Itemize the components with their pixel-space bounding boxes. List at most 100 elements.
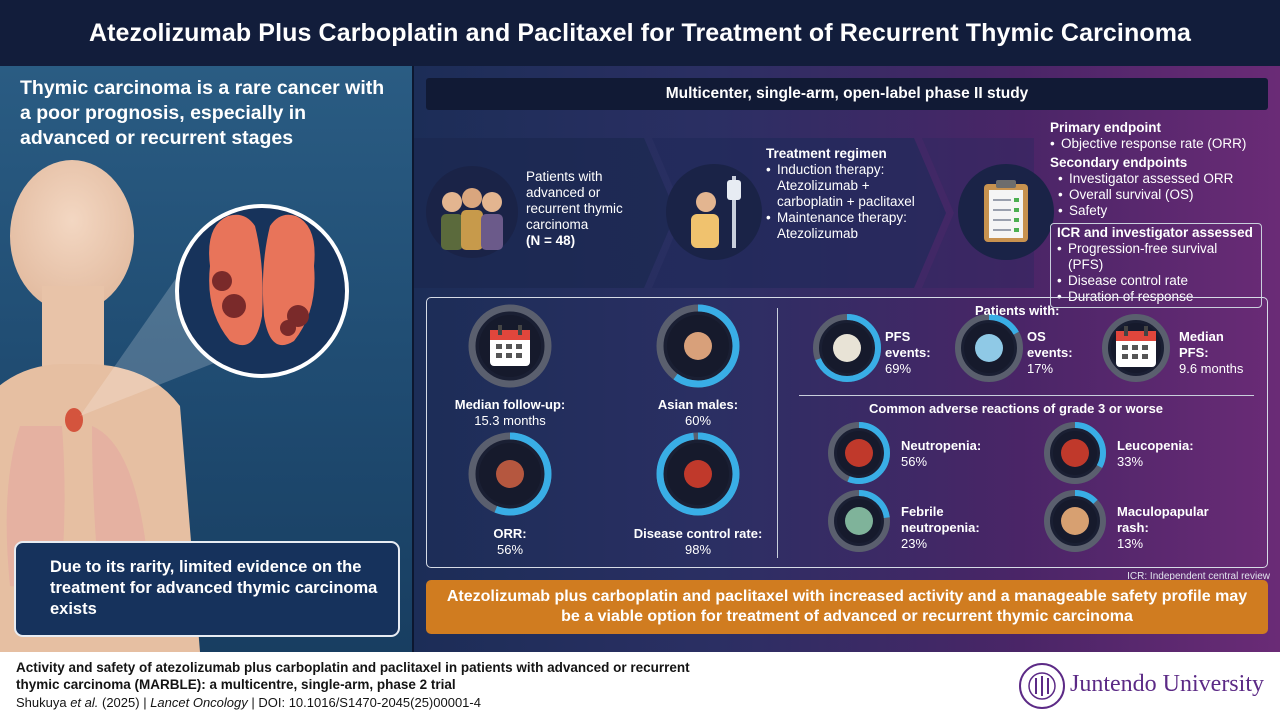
citation-meta: Shukuya et al. (2025) | Lancet Oncology …: [16, 695, 481, 710]
right-panel: Multicenter, single-arm, open-label phas…: [414, 66, 1280, 652]
followup-label: Median follow-up:: [454, 397, 566, 412]
pfs-events-ring-fill: [813, 314, 881, 382]
rash-label: Maculopapular rash:: [1117, 504, 1209, 535]
blood-cell-icon: [1061, 439, 1089, 467]
authors: Shukuya: [16, 695, 71, 710]
evidence-box: Due to its rarity, limited evidence on t…: [14, 541, 400, 637]
year: (2025) |: [98, 695, 151, 710]
heart-monitor-icon: [975, 334, 1003, 362]
leucopenia-ring-fill: [1044, 422, 1106, 484]
icr-footnote: ICR: Independent central review: [1127, 571, 1270, 582]
neutropenia-ring-fill: [828, 422, 890, 484]
study-banner: Multicenter, single-arm, open-label phas…: [426, 78, 1268, 110]
primary-title: Primary endpoint: [1050, 120, 1162, 135]
orr-value: 56%: [496, 542, 524, 557]
calendar-icon: [1116, 326, 1156, 367]
journal: Lancet Oncology: [150, 695, 248, 710]
clipboard-icon: [958, 164, 1054, 260]
rash-ring-fill: [1044, 490, 1106, 552]
neutropenia-value: 56%: [901, 454, 928, 469]
dcr-label: Disease control rate:: [633, 526, 763, 541]
title-bar: Atezolizumab Plus Carboplatin and Paclit…: [0, 0, 1280, 66]
dcr-value: 98%: [684, 542, 712, 557]
clock-icon: [833, 334, 861, 362]
median-pfs-stat: Median PFS: 9.6 months: [1179, 329, 1243, 377]
neutropenia-label: Neutropenia:: [901, 438, 982, 453]
calendar-icon: [490, 325, 530, 366]
results-hline: [799, 395, 1254, 396]
patients-text: Patients with advanced or recurrent thym…: [526, 169, 623, 232]
primary-item: Objective response rate (ORR): [1050, 136, 1270, 152]
rash-value: 13%: [1117, 536, 1144, 551]
university-name: Juntendo University: [1070, 671, 1264, 697]
os-events-stat: OS events: 17%: [1027, 329, 1079, 377]
university-seal-icon: [1019, 663, 1065, 709]
panel-divider: [412, 66, 414, 652]
rash-stat: Maculopapular rash: 13%: [1117, 504, 1209, 552]
infusion-icon: [666, 164, 762, 260]
regimen-block: Treatment regimen Induction therapy: Ate…: [766, 146, 916, 242]
person-icon: [684, 332, 712, 360]
regimen-title: Treatment regimen: [766, 146, 887, 161]
regimen-item: Maintenance therapy: Atezolizumab: [766, 210, 916, 242]
secondary-item: Safety: [1058, 203, 1270, 219]
icr-item: Disease control rate: [1057, 273, 1255, 289]
febrile-stat: Febrile neutropenia: 23%: [901, 504, 993, 552]
followup-value: 15.3 months: [474, 413, 546, 428]
ae-heading: Common adverse reactions of grade 3 or w…: [869, 401, 1164, 416]
conclusion-box: Atezolizumab plus carboplatin and paclit…: [426, 580, 1268, 634]
results-panel: Median follow-up: 15.3 months Asian male…: [426, 297, 1268, 568]
icr-box: ICR and investigator assessed Progressio…: [1050, 223, 1262, 308]
blood-cell-icon: [845, 439, 873, 467]
no-tumor-icon: [684, 460, 712, 488]
leucopenia-stat: Leucopenia: 33%: [1117, 438, 1194, 470]
os-events-value: 17%: [1027, 361, 1054, 376]
febrile-value: 23%: [901, 536, 928, 551]
page-title: Atezolizumab Plus Carboplatin and Paclit…: [88, 18, 1192, 47]
secondary-item: Investigator assessed ORR: [1058, 171, 1270, 187]
patients-icon: [426, 166, 518, 258]
median-pfs-label: Median PFS:: [1179, 329, 1224, 360]
asian-males-ring-fill: [656, 304, 740, 388]
patients-block: Patients with advanced or recurrent thym…: [526, 169, 644, 249]
asian-males-label: Asian males:: [657, 397, 739, 412]
thymus-lobes: [209, 214, 315, 346]
doi: | DOI: 10.1016/S1470-2045(25)00001-4: [247, 695, 481, 710]
orr-ring-fill: [468, 432, 552, 516]
footer: Activity and safety of atezolizumab plus…: [0, 652, 1280, 720]
icr-title: ICR and investigator assessed: [1057, 225, 1253, 240]
study-design: Patients with advanced or recurrent thym…: [414, 120, 1280, 308]
target-icon: [496, 460, 524, 488]
pfs-events-value: 69%: [885, 361, 912, 376]
leucopenia-value: 33%: [1117, 454, 1144, 469]
rash-hand-icon: [1061, 507, 1089, 535]
neutropenia-stat: Neutropenia: 56%: [901, 438, 981, 470]
asian-males-value: 60%: [684, 413, 712, 428]
followup-stat: Median follow-up: 15.3 months: [427, 397, 593, 429]
results-divider: [777, 308, 778, 558]
dcr-stat: Disease control rate: 98%: [607, 526, 789, 558]
secondary-title: Secondary endpoints: [1050, 155, 1188, 170]
icr-item: Progression-free survival (PFS): [1057, 241, 1255, 273]
regimen-item: Induction therapy: Atezolizumab + carbop…: [766, 162, 916, 210]
patients-n: (N = 48): [526, 233, 576, 248]
endpoints-block: Primary endpoint Objective response rate…: [1050, 120, 1270, 308]
os-events-ring-fill: [955, 314, 1023, 382]
febrile-ring-fill: [828, 490, 890, 552]
university-logo: Juntendo University: [1018, 658, 1268, 714]
authors-etal: et al.: [70, 695, 99, 710]
median-pfs-value: 9.6 months: [1179, 361, 1244, 376]
os-events-label: OS events:: [1027, 329, 1073, 360]
asian-males-stat: Asian males: 60%: [615, 397, 781, 429]
febrile-label: Febrile neutropenia:: [901, 504, 980, 535]
leucopenia-label: Leucopenia:: [1117, 438, 1194, 453]
orr-label: ORR:: [493, 526, 527, 541]
pfs-events-stat: PFS events: 69%: [885, 329, 937, 377]
neutropenia-ring: [828, 422, 890, 484]
pfs-events-label: PFS events:: [885, 329, 931, 360]
fever-icon: [845, 507, 873, 535]
dcr-ring-fill: [656, 432, 740, 516]
left-panel: Thymic carcinoma is a rare cancer with a…: [0, 66, 412, 652]
citation-title: Activity and safety of atezolizumab plus…: [16, 660, 690, 692]
secondary-item: Overall survival (OS): [1058, 187, 1270, 203]
